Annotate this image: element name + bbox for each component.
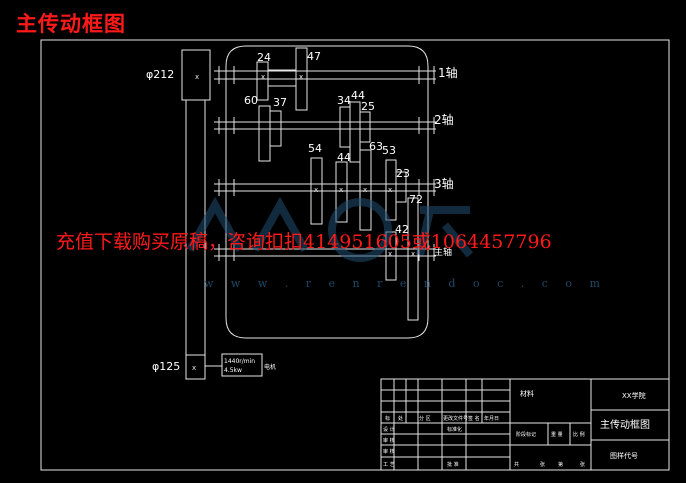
tb-craft: 工 艺	[383, 462, 395, 468]
title-block	[380, 378, 670, 471]
label-gear-60: 60	[244, 94, 258, 107]
label-shaft-3: 3轴	[434, 176, 454, 191]
watermark-url: w w w . r e n r e n d o c . c o m	[204, 277, 607, 290]
label-gear-44: 44	[351, 89, 365, 102]
tb-r1-1: 处	[398, 415, 403, 422]
label-shaft-1: 1轴	[438, 65, 458, 80]
svg-text:x: x	[192, 364, 196, 372]
svg-text:x: x	[388, 186, 392, 194]
bottom-pulley	[185, 354, 206, 380]
tb-review: 审 核	[383, 448, 395, 455]
motor-power: 4.5kw	[224, 367, 242, 374]
gearbox-housing	[225, 45, 429, 339]
gear-24	[256, 61, 269, 101]
tb-drawing-name: 主传动框图	[600, 418, 650, 431]
gear-63	[359, 149, 372, 231]
tb-material: 材料	[520, 389, 534, 398]
gear-37	[269, 110, 282, 147]
watermark-logo	[186, 196, 474, 262]
watermark-text: 充值下载购买原稿，咨询扣扣414951605或1064457796	[56, 231, 552, 253]
tb-school: XX学院	[622, 391, 646, 400]
label-pulley-bottom: φ125	[152, 360, 180, 373]
gear-44	[349, 101, 361, 163]
svg-text:x: x	[314, 186, 318, 194]
label-gear-23: 23	[396, 167, 410, 180]
label-pulley-top: φ212	[146, 68, 174, 81]
tb-approve: 批 准	[447, 461, 459, 468]
label-gear-42: 42	[395, 223, 409, 236]
tb-designer: 设 计	[383, 426, 395, 433]
svg-text:x: x	[388, 250, 392, 258]
gear-25	[359, 111, 371, 143]
gear-54	[310, 157, 323, 225]
drawing-frame	[40, 39, 670, 471]
tb-r1-4: 签 名	[468, 415, 480, 422]
label-gear-44b: 44	[337, 151, 351, 164]
tb-r1-2: 分 区	[419, 415, 431, 422]
shafts	[214, 70, 436, 257]
tb-checker: 审 核	[383, 437, 395, 444]
top-pulley	[181, 49, 211, 101]
tb-r1-0: 标	[385, 415, 390, 422]
label-gear-47: 47	[307, 50, 321, 63]
motor-box	[221, 353, 263, 377]
svg-text:x: x	[261, 73, 265, 81]
svg-text:x: x	[299, 73, 303, 81]
tb-std: 标准化	[447, 426, 462, 433]
tb-sheet-no: 第	[558, 461, 563, 468]
label-gear-53: 53	[382, 144, 396, 157]
gears	[256, 47, 419, 321]
gear-marks: x x x x x x x x x x	[192, 73, 415, 372]
tb-sheet-of: 张	[540, 461, 545, 468]
label-gear-37: 37	[273, 96, 287, 109]
label-gear-63: 63	[369, 140, 383, 153]
motor-label: 电机	[264, 363, 276, 371]
gear-23	[395, 171, 407, 203]
gear-44b	[335, 161, 348, 223]
svg-text:x: x	[339, 186, 343, 194]
gear-72	[407, 197, 419, 321]
label-gear-54: 54	[308, 142, 322, 155]
label-main-shaft: 主轴	[434, 246, 452, 258]
tb-stage: 阶段标记	[516, 431, 536, 438]
gear-60	[258, 105, 271, 162]
svg-text:x: x	[363, 186, 367, 194]
label-gear-72: 72	[409, 193, 423, 206]
page-title: 主传动框图	[16, 11, 126, 36]
label-gear-25: 25	[361, 100, 375, 113]
svg-text:x: x	[411, 250, 415, 258]
tb-scale: 比 例	[573, 431, 585, 438]
tb-sheets: 共	[514, 461, 519, 468]
motor-speed: 1440r/min	[224, 358, 255, 365]
label-shaft-2: 2轴	[434, 112, 454, 127]
tb-drawing-code: 图样代号	[610, 451, 638, 460]
tb-weight: 重 量	[551, 431, 563, 438]
svg-text:x: x	[195, 73, 199, 81]
gear-34	[339, 106, 351, 148]
label-gear-24: 24	[257, 51, 271, 64]
tb-sheet-no2: 张	[580, 461, 585, 468]
label-gear-34: 34	[337, 94, 351, 107]
tb-r1-5: 年月日	[484, 415, 499, 422]
tb-r1-3: 更改文件号	[443, 415, 468, 422]
